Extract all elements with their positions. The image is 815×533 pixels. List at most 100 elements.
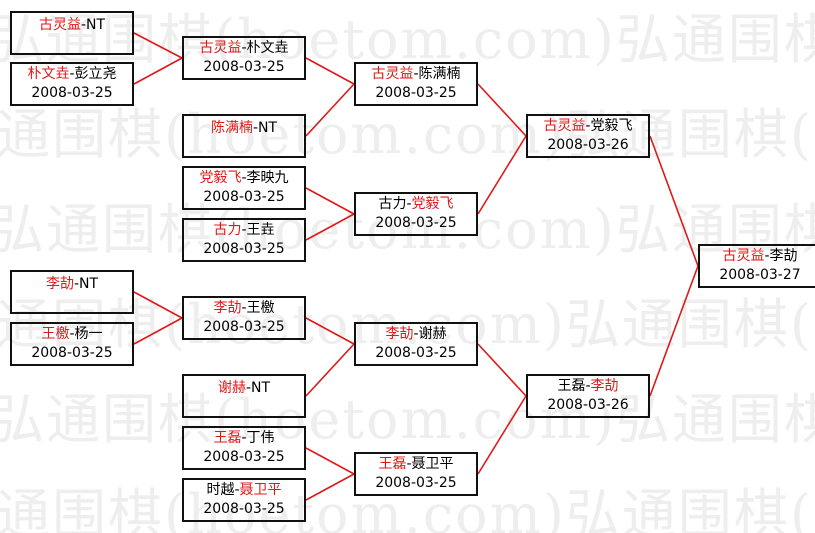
match-players: 古灵益-陈满楠 xyxy=(371,65,460,84)
connector-r1-1-to-r2-1 xyxy=(133,32,183,59)
player-name: NT xyxy=(251,380,271,396)
connector-r1-10-to-r3-4 xyxy=(305,473,355,501)
match-players: 王檄-杨一 xyxy=(41,325,102,344)
match-players: 谢赫-NT xyxy=(218,379,270,398)
connector-r1-9-to-r3-4 xyxy=(305,447,355,475)
match-date: 2008-03-26 xyxy=(547,397,629,413)
match-date: 2008-03-25 xyxy=(203,189,285,205)
match-players: 古灵益-NT xyxy=(39,16,105,35)
player-name: 王磊 xyxy=(378,456,407,472)
connector-r1-5-to-r3-2 xyxy=(305,213,355,241)
player-name: 李劼 xyxy=(45,276,74,292)
match-players: 古力-党毅飞 xyxy=(378,195,453,214)
player-name: 古力 xyxy=(378,196,407,212)
match-players: 王磊-丁伟 xyxy=(213,429,274,448)
player-name: 古灵益 xyxy=(722,248,765,264)
match-date: 2008-03-27 xyxy=(719,267,801,283)
connector-r4-1-to-final xyxy=(649,135,699,267)
match-players: 党毅飞-李映九 xyxy=(199,169,288,188)
player-name: 谢赫 xyxy=(217,380,246,396)
connector-r1-6-to-r2-2 xyxy=(133,291,183,319)
player-name: 时越 xyxy=(206,482,235,498)
player-separator: - xyxy=(69,66,75,82)
player-separator: - xyxy=(241,222,247,238)
match-players: 李劼-王檄 xyxy=(213,299,274,318)
player-name: 彭立尧 xyxy=(74,66,117,82)
connector-r4-2-to-final xyxy=(649,265,699,397)
connector-r2-2-to-r3-3 xyxy=(305,317,355,345)
player-name: NT xyxy=(258,120,278,136)
match-players: 时越-聂卫平 xyxy=(206,481,281,500)
connector-r1-7-to-r2-2 xyxy=(133,317,183,345)
player-name: NT xyxy=(86,17,106,33)
match-players: 李劼-谢赫 xyxy=(385,325,446,344)
player-name: NT xyxy=(79,276,99,292)
connector-r3-2-to-r4-1 xyxy=(477,135,527,215)
connector-r3-3-to-r4-2 xyxy=(477,343,527,397)
player-name: 李劼 xyxy=(213,300,242,316)
player-separator: - xyxy=(241,40,247,56)
player-name: 朴文垚 xyxy=(27,66,70,82)
player-separator: - xyxy=(234,482,240,498)
connector-r2-1-to-r3-1 xyxy=(305,57,355,85)
player-name: 王磊 xyxy=(213,430,242,446)
player-name: 谢赫 xyxy=(418,326,447,342)
match-players: 陈满楠-NT xyxy=(211,119,277,138)
player-name: 古灵益 xyxy=(199,40,242,56)
match-date: 2008-03-25 xyxy=(375,345,457,361)
match-box-r1-1: 古灵益-NT xyxy=(10,11,134,55)
player-separator: - xyxy=(245,380,252,396)
player-name: 古力 xyxy=(213,222,242,238)
match-box-r1-6: 李劼-NT xyxy=(10,270,134,314)
match-date: 2008-03-25 xyxy=(375,215,457,231)
player-name: 李劼 xyxy=(590,378,619,394)
connector-r1-2-to-r2-1 xyxy=(133,57,183,85)
player-separator: - xyxy=(764,248,770,264)
player-name: 李映九 xyxy=(246,170,289,186)
player-separator: - xyxy=(69,326,75,342)
match-players: 朴文垚-彭立尧 xyxy=(27,65,116,84)
match-players: 古灵益-李劼 xyxy=(722,247,797,266)
player-name: 聂卫平 xyxy=(239,482,282,498)
player-name: 陈满楠 xyxy=(210,120,253,136)
match-date: 2008-03-25 xyxy=(31,85,113,101)
player-separator: - xyxy=(585,378,591,394)
match-box-r1-3: 陈满楠-NT xyxy=(182,114,306,158)
connector-r1-4-to-r3-2 xyxy=(305,187,355,215)
player-separator: - xyxy=(80,17,87,33)
match-date: 2008-03-25 xyxy=(203,501,285,517)
player-name: 古灵益 xyxy=(38,17,81,33)
player-separator: - xyxy=(413,66,419,82)
player-name: 丁伟 xyxy=(246,430,275,446)
connector-r3-4-to-r4-2 xyxy=(477,395,527,475)
player-separator: - xyxy=(413,326,419,342)
connector-r1-8-to-r3-3 xyxy=(305,343,355,397)
player-separator: - xyxy=(73,276,80,292)
player-name: 陈满楠 xyxy=(418,66,461,82)
match-date: 2008-03-25 xyxy=(375,475,457,491)
match-date: 2008-03-25 xyxy=(203,59,285,75)
player-name: 王檄 xyxy=(246,300,275,316)
player-name: 党毅飞 xyxy=(590,118,633,134)
player-name: 聂卫平 xyxy=(411,456,454,472)
match-date: 2008-03-25 xyxy=(375,85,457,101)
match-players: 李劼-NT xyxy=(46,275,98,294)
player-name: 古灵益 xyxy=(371,66,414,82)
player-separator: - xyxy=(241,170,247,186)
match-players: 王磊-聂卫平 xyxy=(378,455,453,474)
match-date: 2008-03-25 xyxy=(203,449,285,465)
player-separator: - xyxy=(406,456,412,472)
match-players: 王磊-李劼 xyxy=(557,377,618,396)
match-date: 2008-03-25 xyxy=(31,345,113,361)
